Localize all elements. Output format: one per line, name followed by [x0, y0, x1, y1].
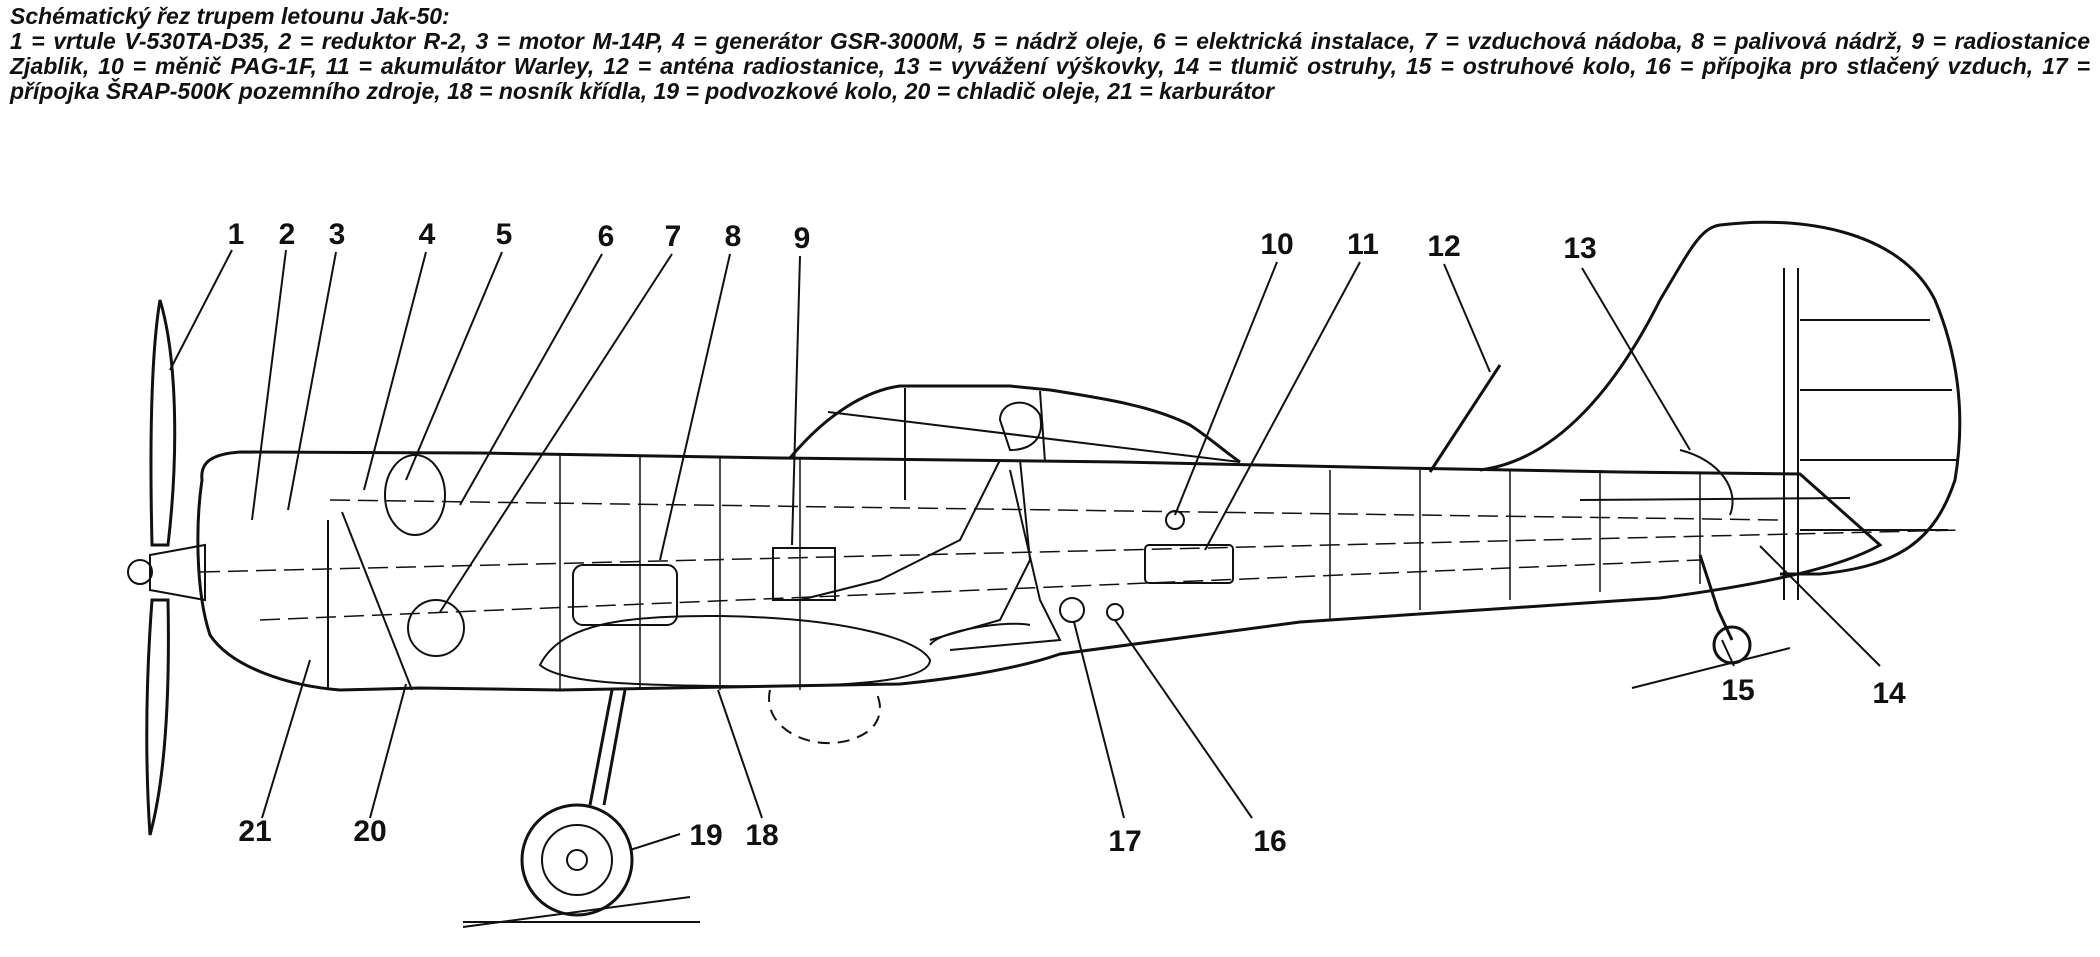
callout-10: 10 — [1260, 228, 1293, 261]
callout-12: 12 — [1427, 230, 1460, 263]
diagram-caption: Schématický řez trupem letounu Jak-50: 1… — [10, 4, 2090, 104]
callout-20: 20 — [353, 815, 386, 848]
callout-13: 13 — [1563, 232, 1596, 265]
callout-2: 2 — [279, 218, 296, 251]
callout-16: 16 — [1253, 825, 1286, 858]
callout-14: 14 — [1872, 677, 1906, 710]
propeller-drawing — [145, 299, 177, 836]
caption-legend: 1 = vrtule V-530TA-D35, 2 = reduktor R-2… — [10, 28, 2090, 104]
callout-1: 1 — [228, 218, 245, 251]
caption-title: Schématický řez trupem letounu Jak-50: — [10, 3, 450, 29]
callout-numbers: 1 2 3 4 5 6 7 8 9 10 11 12 13 14 15 16 1… — [228, 218, 1906, 858]
callout-9: 9 — [794, 222, 811, 255]
callout-8: 8 — [725, 220, 742, 253]
callout-19: 19 — [689, 819, 722, 852]
callout-21: 21 — [238, 815, 271, 848]
main-landing-gear-drawing — [462, 689, 881, 928]
callout-5: 5 — [496, 218, 513, 251]
callout-7: 7 — [665, 220, 682, 253]
callout-6: 6 — [598, 220, 615, 253]
fuselage-drawing — [127, 220, 1962, 692]
callout-15: 15 — [1721, 674, 1754, 707]
leader-lines — [169, 249, 1881, 851]
callout-3: 3 — [329, 218, 346, 251]
callout-4: 4 — [419, 218, 436, 251]
callout-18: 18 — [745, 819, 778, 852]
callout-11: 11 — [1347, 228, 1379, 261]
tail-wheel-drawing — [1631, 554, 1791, 689]
callout-17: 17 — [1108, 825, 1141, 858]
